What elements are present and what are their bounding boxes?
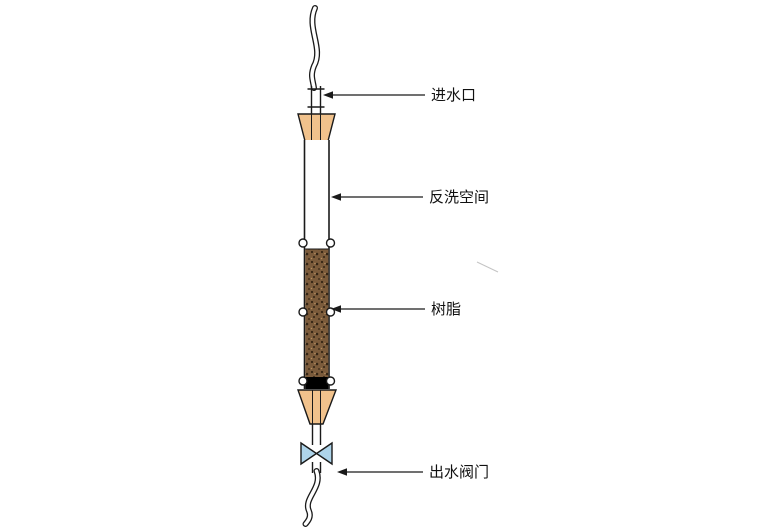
- outlet-valve-label: 出水阀门: [429, 463, 489, 481]
- stray-mark: [476, 261, 499, 273]
- side-ports: [298, 238, 336, 386]
- bottom-stopper: [297, 389, 338, 425]
- side-port: [298, 238, 308, 248]
- support-band: [305, 377, 329, 389]
- backwash-label: 反洗空间: [429, 188, 489, 206]
- backwash-arrowhead: [331, 193, 341, 201]
- outlet-hose: [302, 468, 321, 527]
- outlet-valve-arrowhead: [337, 468, 347, 476]
- outlet-tube-upper: [311, 424, 322, 445]
- inlet-arrowhead: [323, 91, 333, 99]
- resin-arrowhead: [331, 305, 341, 313]
- outlet-tube-lower: [311, 462, 322, 473]
- outlet-valve: [300, 441, 333, 466]
- top-stopper: [297, 113, 336, 142]
- side-port: [325, 307, 336, 317]
- resin-label: 树脂: [431, 300, 461, 318]
- side-port: [325, 238, 336, 248]
- side-port: [298, 307, 308, 317]
- resin-bed: [305, 249, 329, 377]
- inlet-label: 进水口: [431, 86, 476, 104]
- side-port: [298, 376, 308, 386]
- side-port: [325, 376, 336, 386]
- annotations: 进水口 反洗空间 树脂 出水阀门: [323, 86, 489, 481]
- inlet-hose: [308, 5, 321, 91]
